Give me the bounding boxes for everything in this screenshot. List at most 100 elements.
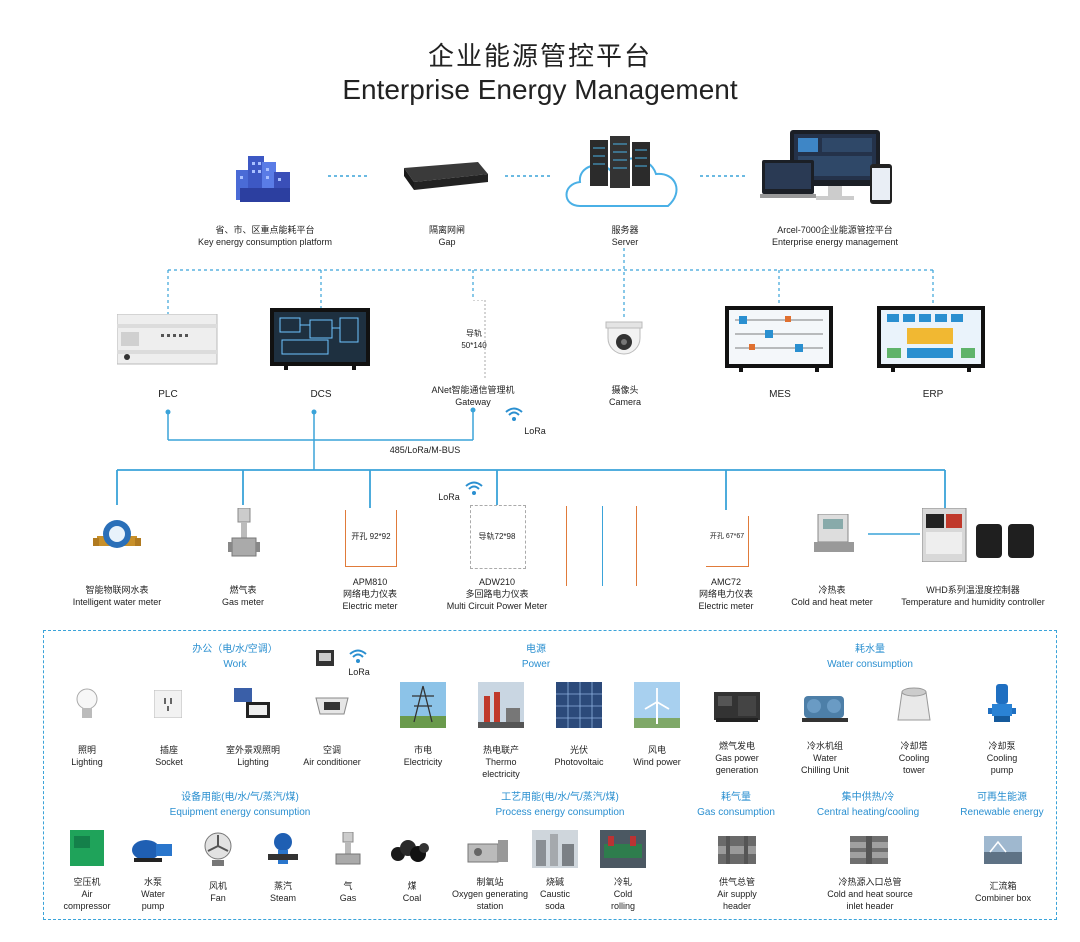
generator-icon — [714, 692, 760, 722]
erp-screen-icon — [877, 306, 985, 372]
adw210-outline — [470, 505, 526, 569]
dcs-label: DCS — [310, 389, 332, 400]
combiner-box-icon — [984, 836, 1022, 864]
lora-label-3: LoRa — [348, 667, 370, 677]
cooling-tower-icon — [897, 687, 931, 721]
mes-screen-icon — [725, 306, 833, 372]
cold-heat-meter-icon — [814, 514, 854, 552]
energy-consumption-box — [43, 630, 1057, 920]
solar-panel-icon — [556, 682, 602, 728]
lora-label-1: LoRa — [524, 426, 546, 436]
monitor-devices-icon — [760, 130, 892, 204]
heat-source-header-icon — [850, 836, 888, 864]
outdoor-light-icon — [234, 688, 270, 718]
steam-meter-icon — [268, 833, 298, 864]
wifi-icon — [505, 407, 523, 421]
section-process-title: 工艺用能(电/水/气/蒸汽/煤)Process energy consumpti… — [495, 792, 625, 818]
rail-outline — [602, 506, 608, 586]
dcs-screen-icon — [270, 308, 370, 370]
wind-turbine-icon — [634, 682, 680, 728]
fan-icon — [204, 832, 232, 866]
rail-outline — [636, 506, 642, 586]
gateway-rail-outline — [473, 300, 486, 378]
section-equipment-title: 设备用能(电/水/气/蒸汽/煤)Equipment energy consump… — [169, 792, 311, 818]
section-work-title: 办公（电/水/空调）Work — [192, 644, 278, 670]
gateway-box-icon — [404, 162, 488, 190]
air-compressor-icon — [70, 830, 104, 866]
apm810-hole-label: 开孔 92*92 — [351, 532, 391, 541]
water-meter-icon — [93, 520, 141, 548]
light-bulb-icon — [76, 688, 98, 718]
bus-label: 485/LoRa/M-BUS — [389, 445, 461, 455]
thermo-plant-icon — [478, 682, 524, 728]
air-supply-header-icon — [718, 836, 756, 864]
socket-icon — [154, 690, 182, 718]
apm810-outline — [345, 510, 397, 567]
temperature-controller-icon — [922, 508, 1034, 562]
buildings-icon — [236, 156, 290, 202]
water-pump-icon — [132, 840, 172, 862]
gas-meter-icon — [228, 508, 260, 557]
coal-icon — [391, 840, 429, 862]
gas-flow-meter-icon — [335, 832, 361, 865]
plc-label: PLC — [158, 389, 178, 400]
oxygen-station-icon — [467, 840, 508, 863]
wifi-icon — [465, 481, 483, 495]
caustic-soda-plant-icon — [532, 830, 578, 868]
mes-label: MES — [769, 389, 791, 400]
lora-label-2: LoRa — [438, 492, 460, 502]
rail-outline — [566, 506, 572, 586]
page-title-cn: 企业能源管控平台 — [427, 41, 652, 71]
chilling-unit-icon — [802, 696, 848, 722]
erp-label: ERP — [922, 389, 944, 400]
wifi-icon — [349, 649, 367, 663]
camera-icon — [605, 321, 643, 355]
amc72-hole-label: 开孔 67*67 — [709, 533, 745, 540]
air-conditioner-icon — [315, 697, 349, 715]
amc72-outline — [706, 516, 749, 567]
cooling-pump-icon — [988, 684, 1016, 722]
power-tower-icon — [400, 682, 446, 728]
device-icon — [316, 650, 334, 666]
cold-rolling-icon — [600, 830, 646, 868]
plc-device-icon — [117, 314, 218, 365]
page-title-en: Enterprise Energy Management — [342, 74, 738, 105]
